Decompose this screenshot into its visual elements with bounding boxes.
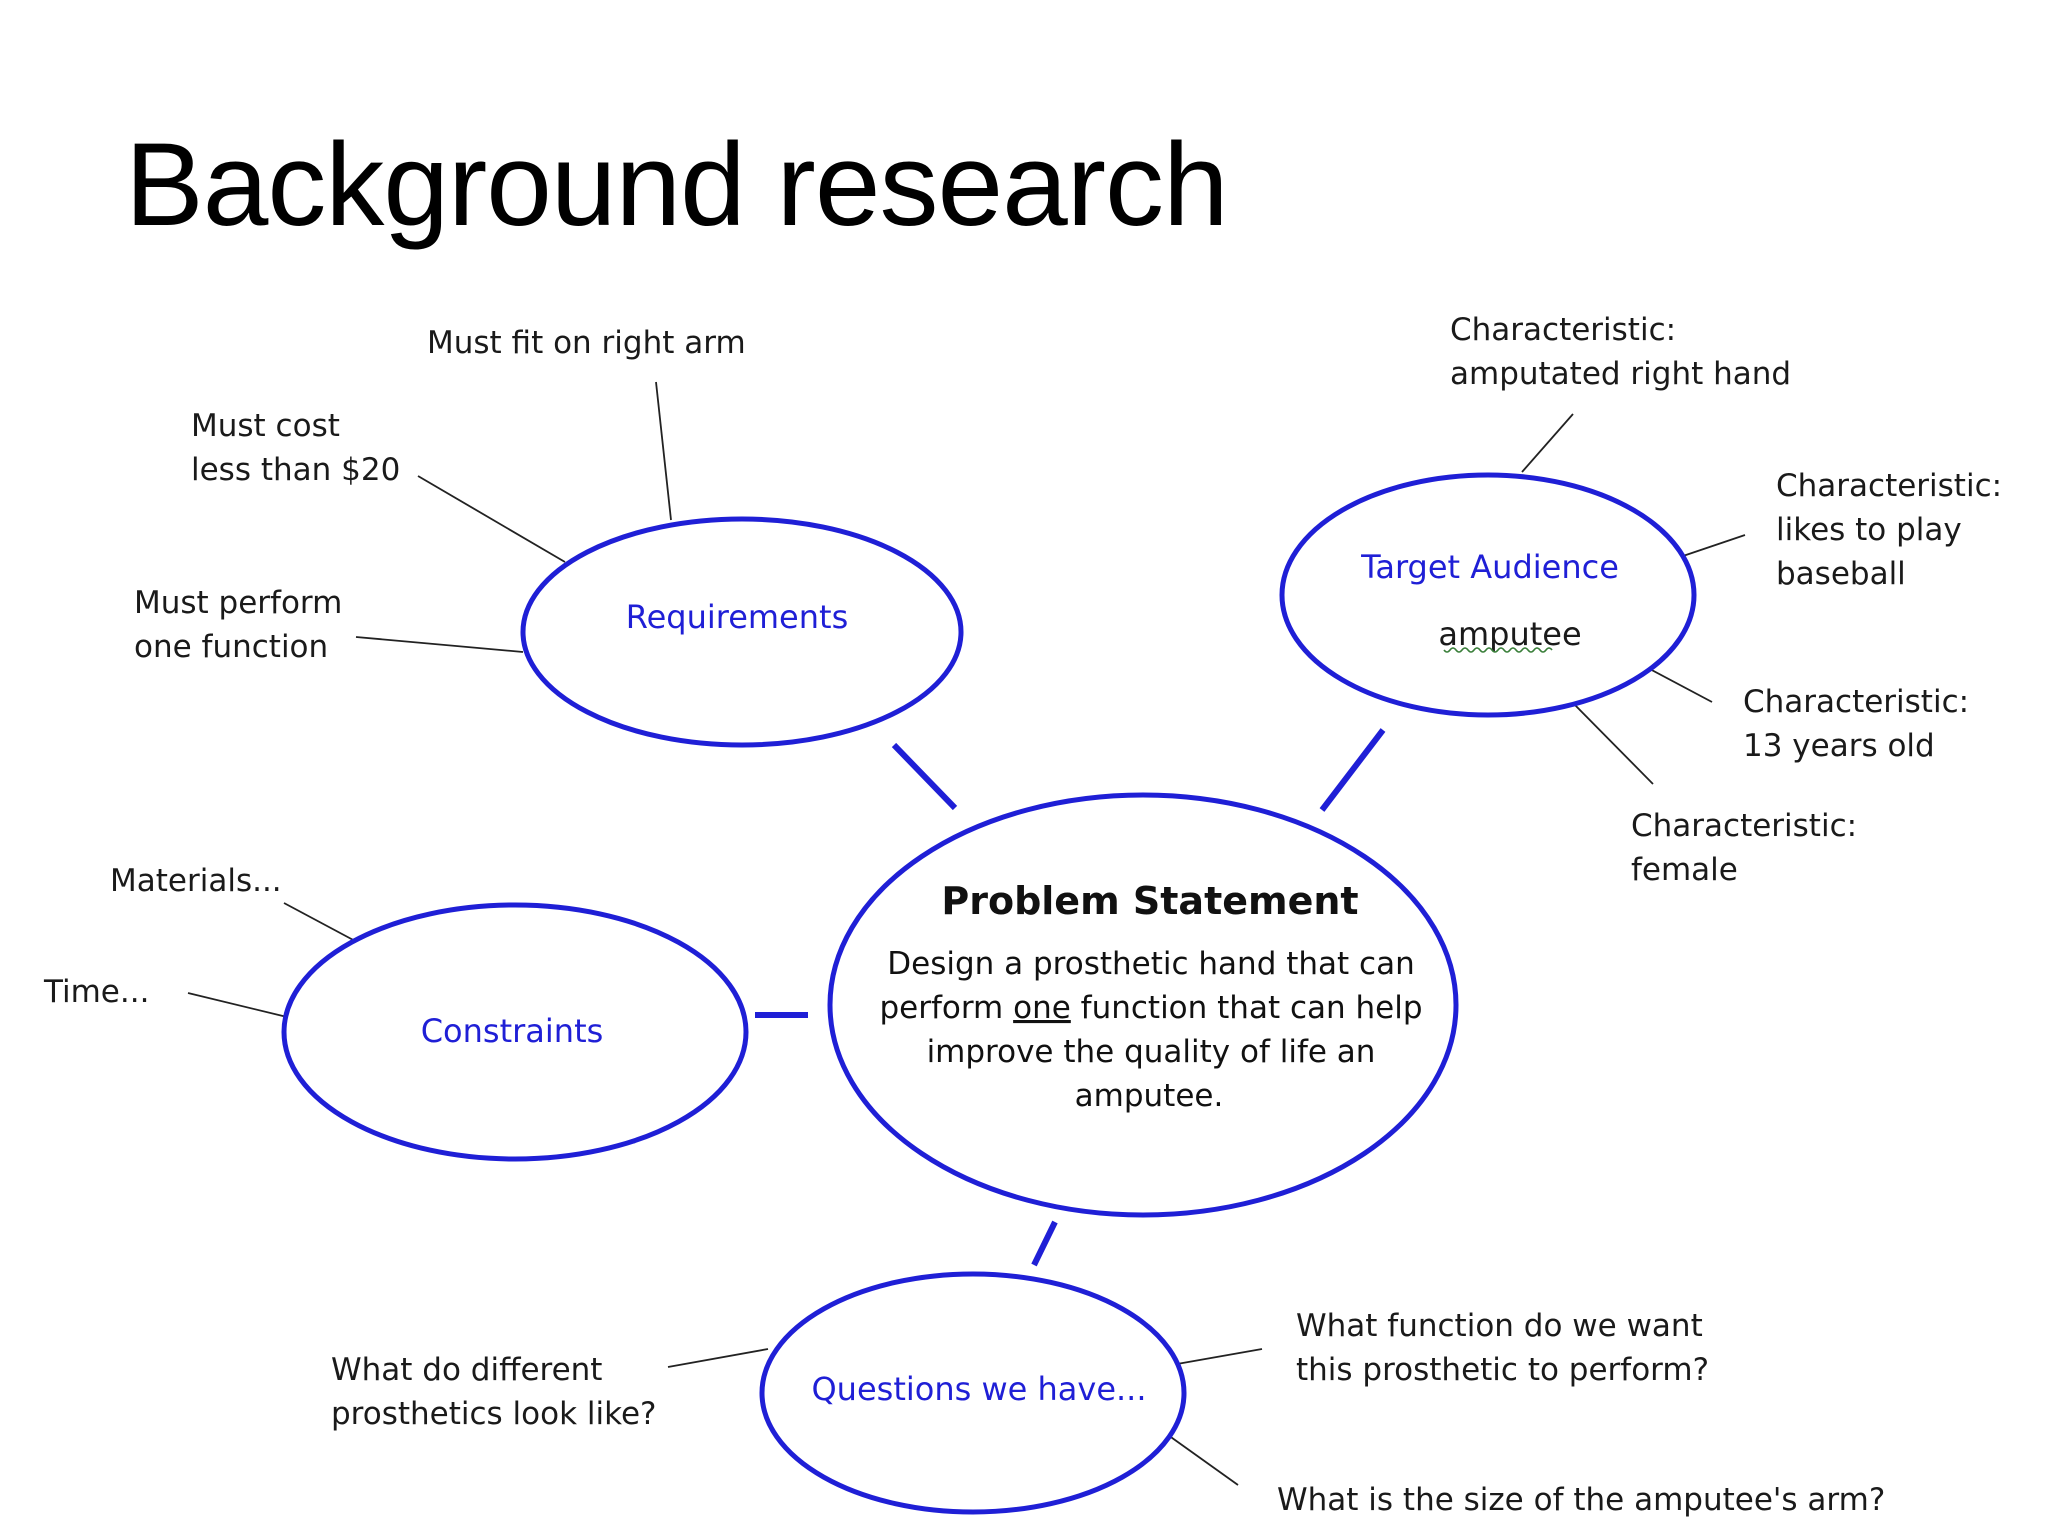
problem-statement-title: Problem Statement <box>941 879 1358 923</box>
target-audience-label: Target Audience <box>1360 548 1619 586</box>
leader-age <box>1647 667 1713 703</box>
constraints-label: Constraints <box>421 1012 604 1050</box>
characteristic-baseball: Characteristic: likes to play baseball <box>1776 468 2012 592</box>
requirements-label: Requirements <box>626 598 848 636</box>
problem-statement-oval <box>827 792 1459 1218</box>
connector-questions <box>1031 1220 1058 1267</box>
leader-fit <box>655 381 672 521</box>
constraint-materials: Materials... <box>110 863 282 899</box>
leader-materials <box>283 902 358 943</box>
target-audience-oval <box>1279 472 1697 718</box>
characteristic-age: Characteristic: 13 years old <box>1743 684 1979 764</box>
characteristic-hand: Characteristic: amputated right hand <box>1450 312 1791 392</box>
question-size: What is the size of the amputee's arm? <box>1277 1482 1885 1518</box>
question-look: What do different prosthetics look like? <box>331 1352 657 1432</box>
leader-function <box>1176 1348 1263 1365</box>
leader-baseball <box>1682 534 1746 557</box>
question-function: What function do we want this prosthetic… <box>1296 1308 1713 1388</box>
leader-gender <box>1571 701 1654 785</box>
target-audience-sublabel: amputee <box>1438 615 1581 653</box>
leader-time <box>187 992 288 1018</box>
leader-perform <box>355 636 524 653</box>
constraints-oval <box>281 902 749 1162</box>
spellcheck-underline <box>1443 647 1553 653</box>
slide-title: Background research <box>125 119 1229 251</box>
problem-statement-line-1: Design a prosthetic hand that can <box>887 946 1414 982</box>
requirement-cost: Must cost less than $20 <box>191 408 400 488</box>
emphasis-one: one <box>1013 990 1071 1026</box>
requirement-perform: Must perform one function <box>134 585 352 665</box>
problem-statement-line-4: amputee. <box>1075 1078 1224 1114</box>
questions-label: Questions we have... <box>811 1370 1146 1408</box>
problem-statement-line-3: improve the quality of life an <box>927 1034 1376 1070</box>
leader-hand <box>1521 413 1574 473</box>
characteristic-gender: Characteristic: female <box>1631 808 1867 888</box>
connector-requirements <box>891 742 958 811</box>
leader-look <box>667 1348 769 1368</box>
problem-statement-line-2: perform one function that can help <box>879 990 1422 1026</box>
questions-oval <box>759 1271 1187 1515</box>
leader-cost <box>417 475 566 563</box>
constraint-time: Time... <box>43 974 149 1010</box>
connector-target-audience <box>1319 728 1386 812</box>
requirements-oval <box>520 516 964 748</box>
leader-size <box>1167 1434 1239 1486</box>
requirement-fit: Must fit on right arm <box>427 325 746 361</box>
